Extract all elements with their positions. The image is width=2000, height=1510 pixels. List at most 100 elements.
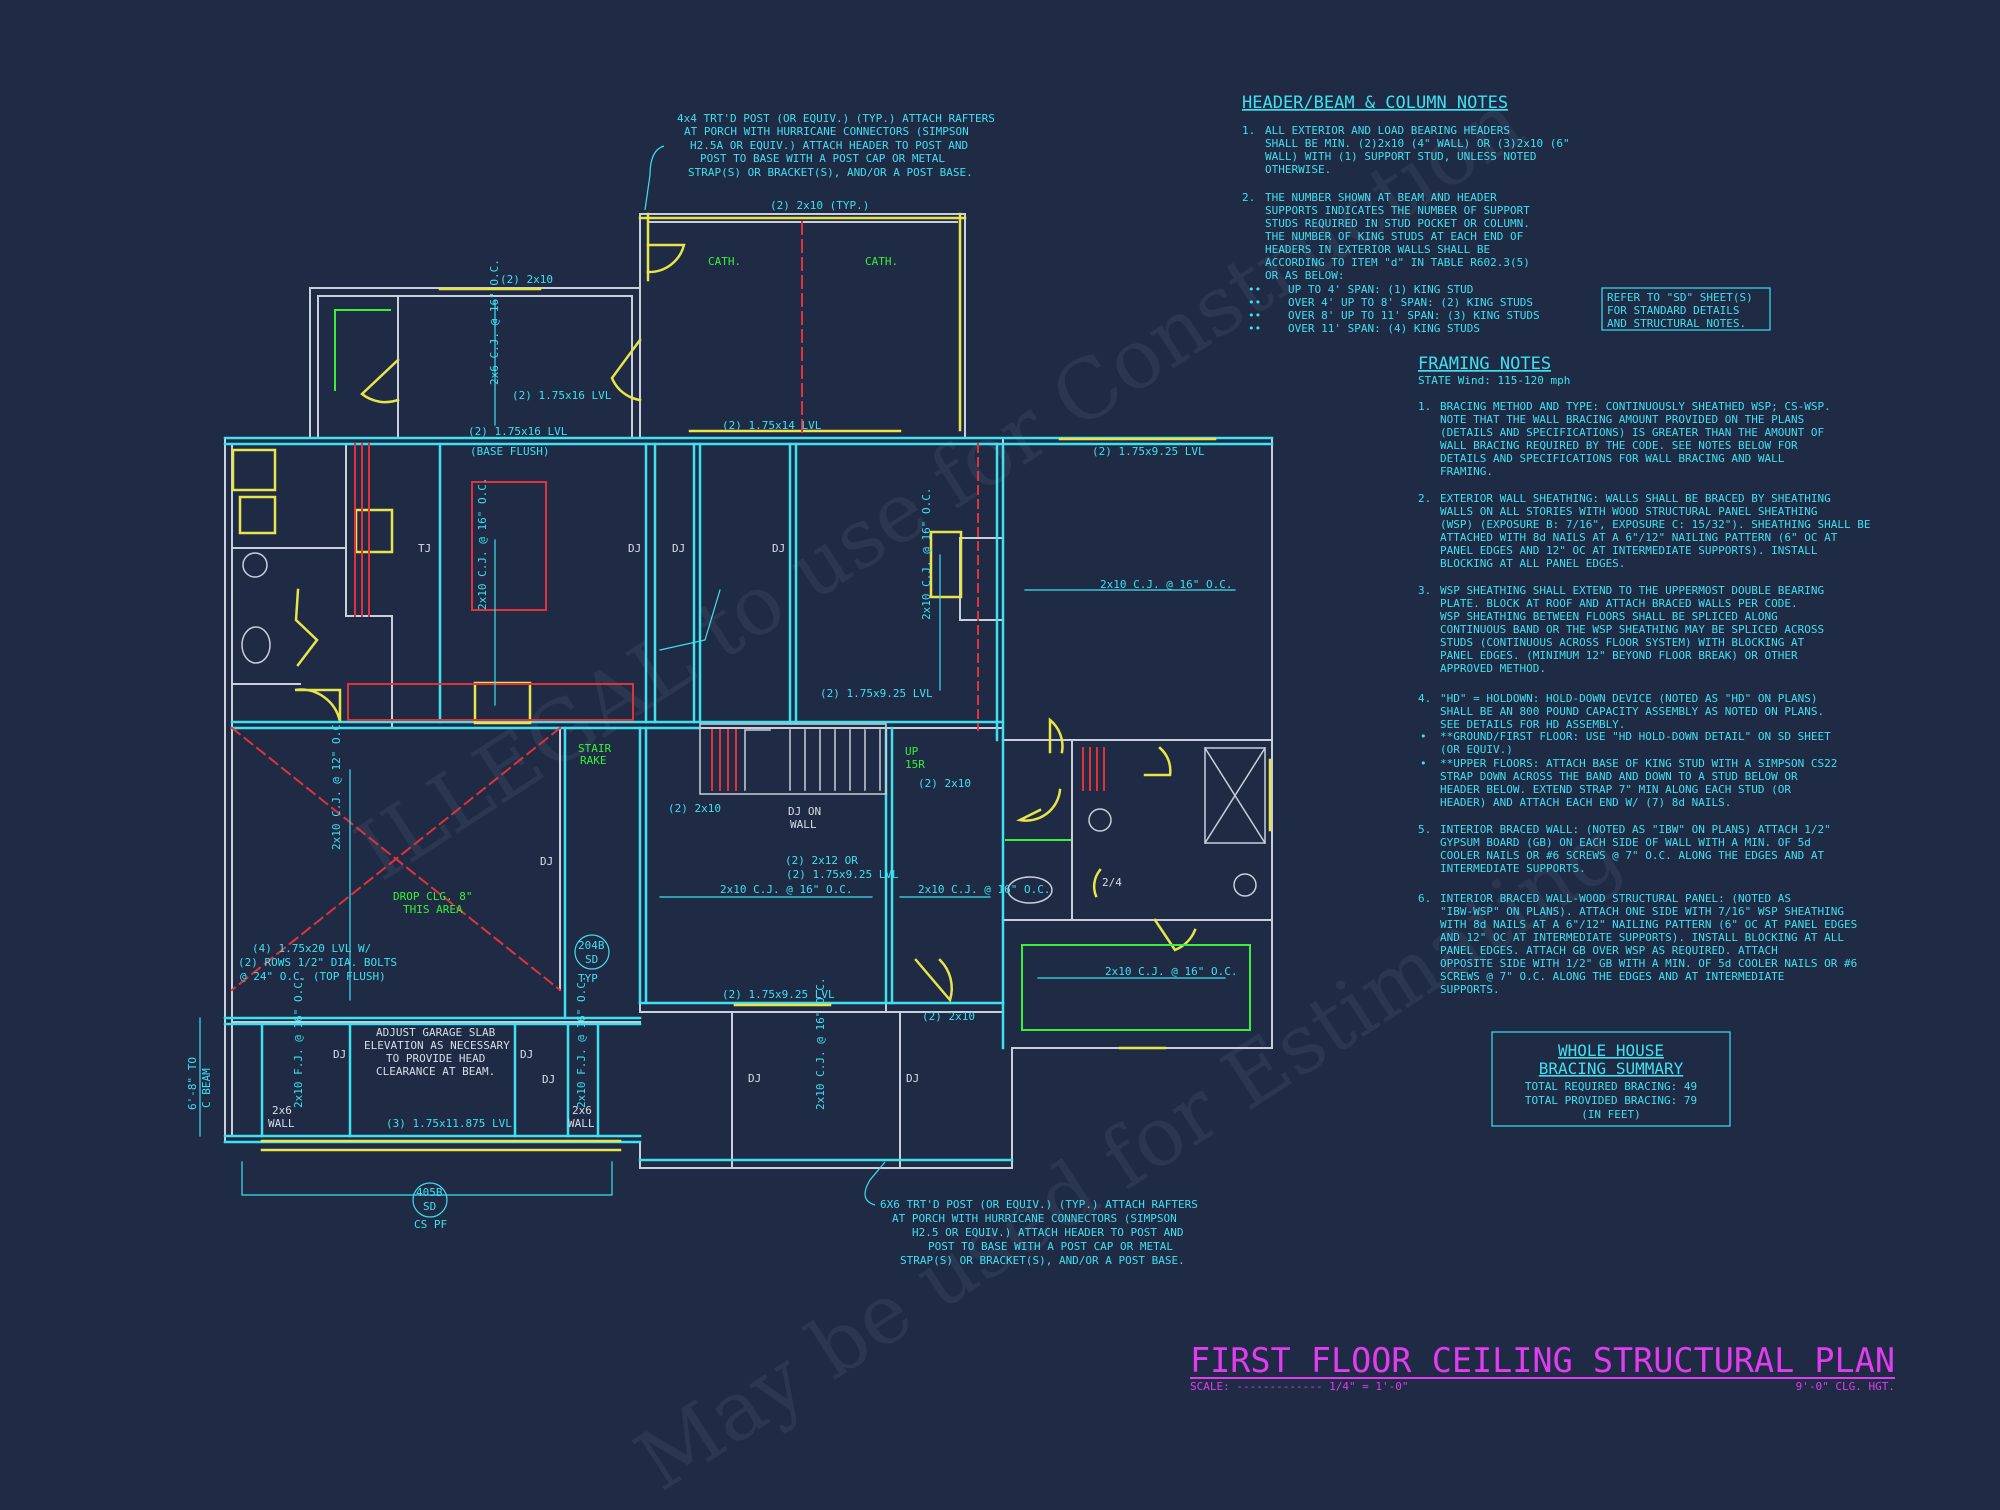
two12-1: (2) 2x12 OR — [785, 854, 858, 867]
framing-notes-subtitle: STATE Wind: 115-120 mph — [1418, 374, 1570, 387]
cj-great-label: 2x10 C.J. @ 16" O.C. — [1100, 578, 1232, 591]
refer-box: REFER TO "SD" SHEET(S) FOR STANDARD DETA… — [1601, 287, 1771, 331]
framing-note-num: 6. — [1418, 892, 1431, 905]
framing-note-num: 5. — [1418, 823, 1431, 836]
stair-2x10-b: (2) 2x10 — [668, 802, 721, 815]
header-note-line: ALL EXTERIOR AND LOAD BEARING HEADERS — [1265, 124, 1510, 137]
dj-garage-r: DJ — [520, 1048, 533, 1061]
framing-note-line: BLOCKING AT ALL PANEL EDGES. — [1440, 557, 1625, 570]
sd204-3: TYP — [578, 972, 598, 985]
header-bullet: OVER 4' UP TO 8' SPAN: (2) KING STUDS — [1288, 296, 1533, 309]
two12-2: (2) 1.75x9.25 LVL — [786, 868, 899, 881]
dj-garage-l: DJ — [333, 1048, 346, 1061]
top-post-leader — [644, 145, 665, 211]
header-2x10-top: (2) 2x10 — [500, 273, 553, 286]
framing-note-num: 4. — [1418, 692, 1431, 705]
sd204-1: 204B — [578, 939, 605, 952]
header-bullet: OVER 11' SPAN: (4) KING STUDS — [1288, 322, 1480, 335]
stair-2x10: (2) 2x10 — [918, 777, 971, 790]
framing-note-line: "IBW-WSP" ON PLANS). ATTACH ONE SIDE WIT… — [1440, 905, 1844, 918]
header-note-line: STUDS REQUIRED IN STUD POCKET OR COLUMN. — [1265, 217, 1530, 230]
bottom-post-callout: 6X6 TRT'D POST (OR EQUIV.) (TYP.) ATTACH… — [880, 1198, 1198, 1267]
bullet-glyph: •• — [1248, 309, 1261, 322]
framing-note-line: SEE DETAILS FOR HD ASSEMBLY. — [1440, 718, 1625, 731]
plan-labels: (2) 2x10 (TYP.) CATH. CATH. (2) 2x10 2x6… — [186, 199, 1237, 1231]
header-note-num: 2. — [1242, 191, 1255, 204]
lvl-16-top: (2) 1.75x16 LVL — [512, 389, 612, 402]
framing-note-line: INTERMEDIATE SUPPORTS. — [1440, 862, 1586, 875]
lvl-14-label: (2) 1.75x14 LVL — [722, 419, 822, 432]
lvl-925-bot: (2) 1.75x9.25 LVL — [722, 988, 835, 1001]
header-notes-panel: HEADER/BEAM & COLUMN NOTES 1. ALL EXTERI… — [1242, 93, 1570, 335]
framing-note-line: (OR EQUIV.) — [1440, 743, 1513, 756]
wall-l-1: 2x6 — [272, 1104, 292, 1117]
cj-garage-label: 2x10 C.J. @ 12" O.C. — [330, 718, 343, 850]
cj-family-label: 2x10 C.J. @ 16" O.C. — [920, 488, 933, 620]
dj-porch-2: DJ — [906, 1072, 919, 1085]
garage-slab-2: ELEVATION AS NECESSARY — [364, 1039, 510, 1052]
dj-garage: DJ — [540, 855, 553, 868]
framing-note-line: WALLS ON ALL STORIES WITH WOOD STRUCTURA… — [1440, 505, 1818, 518]
framing-note-line: BRACING METHOD AND TYPE: CONTINUOUSLY SH… — [1440, 400, 1831, 413]
bracing-required: TOTAL REQUIRED BRACING: 49 — [1525, 1080, 1697, 1093]
ceiling-height: 9'-0" CLG. HGT. — [1796, 1380, 1895, 1393]
bracing-summary-frame — [1491, 1031, 1731, 1127]
bath-cj-label: 2x10 C.J. @ 16" O.C. — [1105, 965, 1237, 978]
tj-label: TJ — [418, 542, 431, 555]
refer-line: AND STRUCTURAL NOTES. — [1607, 317, 1746, 330]
headers-yellow — [231, 212, 1272, 1152]
framing-note-line: PANEL EDGES. ATTACH GB OVER WSP AS REQUI… — [1440, 944, 1778, 957]
header-note-line: OTHERWISE. — [1265, 163, 1331, 176]
framing-note-line: INTERIOR BRACED WALL: (NOTED AS "IBW" ON… — [1440, 823, 1831, 836]
bottom-post-leader — [864, 1161, 886, 1206]
garage-slab-1: ADJUST GARAGE SLAB — [376, 1026, 496, 1039]
framing-note-line: STRAP DOWN ACROSS THE BAND AND DOWN TO A… — [1440, 770, 1798, 783]
beams — [223, 436, 1274, 1162]
framing-note-line: NOTE THAT THE WALL BRACING AMOUNT PROVID… — [1440, 413, 1804, 426]
framing-note-line: HEADER BELOW. EXTEND STRAP 7" MIN ALONG … — [1440, 783, 1791, 796]
sd405-3: CS PF — [414, 1218, 447, 1231]
header-note-line: THE NUMBER SHOWN AT BEAM AND HEADER — [1265, 191, 1497, 204]
framing-note-line: WSP SHEATHING BETWEEN FLOORS SHALL BE SP… — [1440, 610, 1778, 623]
framing-note-line: "HD" = HOLDOWN: HOLD-DOWN DEVICE (NOTED … — [1440, 692, 1818, 705]
framing-note-num: 2. — [1418, 492, 1431, 505]
up-label: UP — [905, 745, 919, 758]
framing-note-line: PLATE. BLOCK AT ROOF AND ATTACH BRACED W… — [1440, 597, 1798, 610]
header-note-num: 1. — [1242, 124, 1255, 137]
framing-note-num: • — [1420, 757, 1427, 770]
framing-note-line: GYPSUM BOARD (GB) ON EACH SIDE OF WALL W… — [1440, 836, 1811, 849]
framing-note-line: OPPOSITE SIDE WITH 1/2" GB WITH A MIN. O… — [1440, 957, 1857, 970]
drawing-title: FIRST FLOOR CEILING STRUCTURAL PLAN — [1190, 1341, 1895, 1381]
framing-note-line: SCREWS @ 7" O.C. ALONG THE EDGES AND AT … — [1440, 970, 1784, 983]
framing-note-line: **UPPER FLOORS: ATTACH BASE OF KING STUD… — [1440, 757, 1837, 770]
header-notes-title: HEADER/BEAM & COLUMN NOTES — [1242, 93, 1508, 113]
refer-box-frame — [1601, 287, 1771, 331]
top-post-callout: 4x4 TRT'D POST (OR EQUIV.) (TYP.) ATTACH… — [677, 112, 995, 179]
framing-note-line: CONTINUOUS BAND OR THE WSP SHEATHING MAY… — [1440, 623, 1824, 636]
refer-line: REFER TO "SD" SHEET(S) — [1607, 291, 1753, 304]
framing-note-line: FRAMING. — [1440, 465, 1493, 478]
dj-porch-1: DJ — [748, 1072, 761, 1085]
stair-rake-2: RAKE — [580, 754, 607, 767]
beam-note-2: (2) ROWS 1/2" DIA. BOLTS — [238, 956, 397, 969]
header-note-line: THE NUMBER OF KING STUDS AT EACH END OF — [1265, 230, 1523, 243]
sd405-bubble — [412, 1182, 448, 1218]
framing-notes-title: FRAMING NOTES — [1418, 354, 1551, 374]
green-elements — [334, 309, 1251, 1031]
floor-plan — [199, 212, 1274, 1196]
framing-notes-list: 1. BRACING METHOD AND TYPE: CONTINUOUSLY … — [1418, 400, 1870, 996]
framing-note-line: SHALL BE AN 800 POUND CAPACITY ASSEMBLY … — [1440, 705, 1824, 718]
framing-note-num: 1. — [1418, 400, 1431, 413]
framing-note-line: INTERIOR BRACED WALL-WOOD STRUCTURAL PAN… — [1440, 892, 1791, 905]
header-note-line: SUPPORTS INDICATES THE NUMBER OF SUPPORT — [1265, 204, 1530, 217]
framing-note-line: (DETAILS AND SPECIFICATIONS) IS GREATER … — [1440, 426, 1824, 439]
cj-kitchen-label: 2x10 C.J. @ 16" O.C. — [476, 478, 489, 610]
bullet-glyph: •• — [1248, 322, 1261, 335]
framing-note-line: APPROVED METHOD. — [1440, 662, 1546, 675]
beam-note-3: @ 24" O.C. (TOP FLUSH) — [240, 970, 386, 983]
header-bullet: OVER 8' UP TO 11' SPAN: (3) KING STUDS — [1288, 309, 1540, 322]
header-note-line: SHALL BE MIN. (2)2x10 (4" WALL) OR (3)2x… — [1265, 137, 1570, 150]
fj-label-l: 2x10 F.J. @ 16" O.C. — [292, 976, 305, 1108]
bottom-post-callout-line: 6X6 TRT'D POST (OR EQUIV.) (TYP.) ATTACH… — [880, 1198, 1198, 1211]
